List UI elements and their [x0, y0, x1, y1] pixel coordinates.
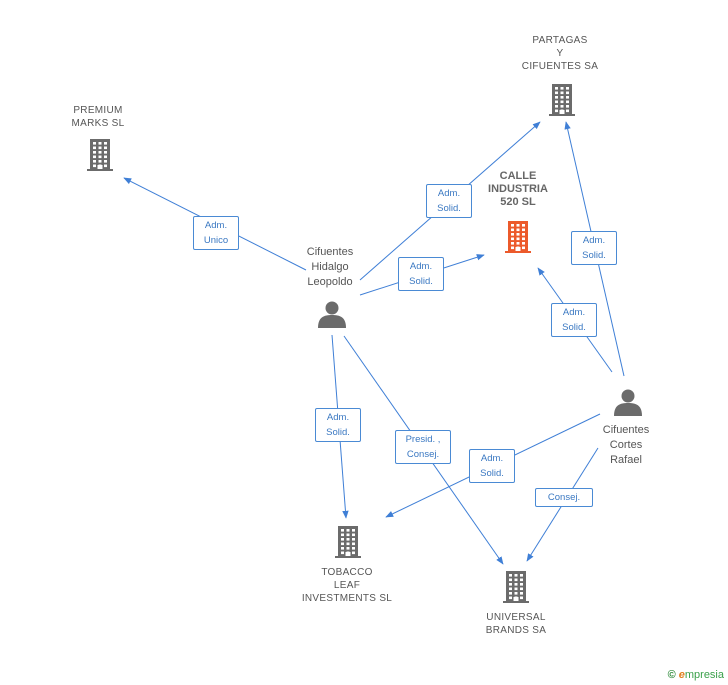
edge-label-leo-partagas[interactable]: Adm. Solid. [426, 184, 472, 218]
edge-label-raf-tobacco[interactable]: Adm. Solid. [469, 449, 515, 483]
edge-label-leo-calle[interactable]: Adm. Solid. [398, 257, 444, 291]
node-premium-building-icon[interactable] [87, 139, 113, 171]
edge-label-raf-universal[interactable]: Consej. [535, 488, 593, 507]
brand-initial: e [678, 669, 685, 681]
brand-name: mpresia [684, 669, 724, 681]
edge-label-leo-tobacco[interactable]: Adm. Solid. [315, 408, 361, 442]
icon-layer [87, 84, 642, 603]
edge-label-leo-universal[interactable]: Presid. , Consej. [395, 430, 451, 464]
edge-label-leo-premium[interactable]: Adm. Unico [193, 216, 239, 250]
edge-label-raf-calle[interactable]: Adm. Solid. [551, 303, 597, 337]
node-universal-building-icon[interactable] [503, 571, 529, 603]
copyright-icon: © [667, 669, 676, 681]
node-partagas-building-icon[interactable] [549, 84, 575, 116]
node-calle-building-icon[interactable] [505, 221, 531, 253]
node-rafael-person-icon[interactable] [614, 389, 642, 417]
node-tobacco-building-icon[interactable] [335, 526, 361, 558]
footer-brand: © empresia [668, 669, 724, 681]
node-leopoldo-person-icon[interactable] [318, 301, 346, 329]
edge-label-raf-partagas[interactable]: Adm. Solid. [571, 231, 617, 265]
